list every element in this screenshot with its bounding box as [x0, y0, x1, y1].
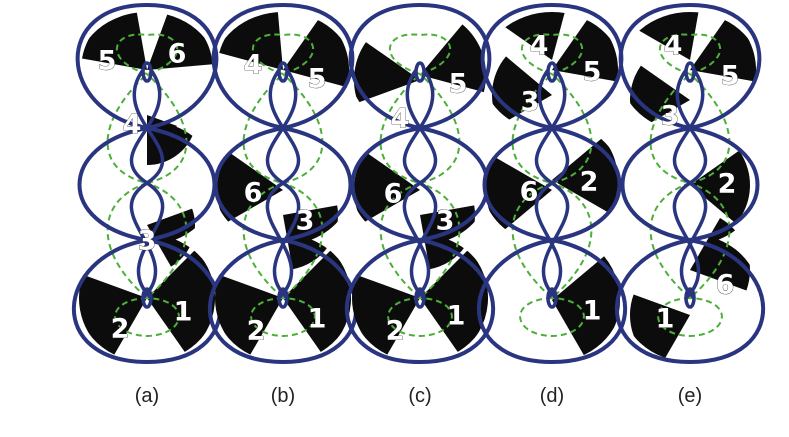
wedges — [485, 12, 621, 359]
black-wedge — [147, 12, 213, 70]
dashed-loop — [649, 182, 731, 338]
region-label: 1 — [447, 301, 466, 332]
region-label: 1 — [656, 304, 675, 335]
vertex-loop — [684, 287, 696, 309]
region-label: 2 — [580, 167, 599, 198]
black-wedge — [552, 256, 621, 359]
inner-strand — [534, 68, 570, 300]
dashed-loop — [106, 33, 188, 185]
panel-caption: (a) — [135, 385, 159, 407]
dashed-path — [511, 33, 593, 338]
region-label: 2 — [111, 314, 130, 345]
region-label: 4 — [391, 104, 410, 135]
panel-a: 5 6 4 3 2 1 (a) — [71, 3, 223, 407]
region-label: 6 — [384, 179, 403, 210]
black-wedge — [690, 150, 750, 224]
panel-caption: (e) — [678, 385, 702, 407]
black-wedge — [485, 157, 552, 233]
region-label: 3 — [138, 226, 157, 257]
vertex-loop — [414, 61, 426, 83]
inner-strand — [129, 68, 165, 300]
dashed-loop — [379, 33, 461, 185]
dashed-path — [106, 33, 188, 338]
wedges — [351, 24, 489, 357]
region-label: 1 — [308, 304, 327, 335]
black-wedge — [283, 15, 350, 88]
dashed-loop — [106, 182, 188, 338]
black-wedge — [552, 15, 619, 82]
panel-caption: (b) — [271, 385, 295, 407]
region-label: 5 — [308, 64, 327, 95]
vertex-loop — [277, 61, 289, 83]
black-wedge — [147, 249, 216, 354]
dashed-path — [242, 33, 324, 338]
dashed-loop — [379, 182, 461, 338]
vertex-loop — [414, 287, 426, 309]
dashed-loop — [242, 182, 324, 338]
vertex-loop — [141, 287, 153, 309]
region-label: 2 — [718, 169, 737, 200]
region-label: 5 — [98, 46, 117, 77]
vertex-loop — [684, 61, 696, 83]
dashed-path — [649, 33, 731, 338]
dashed-path — [379, 33, 461, 338]
dashed-loop — [242, 33, 324, 185]
black-wedge — [552, 137, 619, 213]
vertex-loop — [277, 287, 289, 309]
black-wedge — [632, 12, 702, 60]
panels-group: 5 6 4 3 2 1 (a) 4 5 6 3 2 1 (b) 4 5 6 3 2 1 (c) 4 5 3 6 2 1 (d) 4 5 3 2… — [71, 3, 766, 407]
region-label: 4 — [664, 31, 683, 62]
panel-c: 4 5 6 3 2 1 (c) — [344, 3, 496, 407]
region-label: 6 — [244, 178, 263, 209]
vertex-loop — [546, 287, 558, 309]
panel-e: 4 5 3 2 6 1 (e) — [614, 3, 766, 407]
region-label: 6 — [520, 177, 539, 208]
region-label: 4 — [123, 110, 142, 141]
black-wedge — [353, 42, 420, 103]
black-wedge — [420, 24, 487, 93]
black-wedge — [353, 152, 420, 223]
region-label: 3 — [521, 87, 540, 118]
black-wedge — [420, 249, 489, 354]
black-wedge — [214, 274, 283, 357]
panel-caption: (c) — [408, 385, 431, 407]
black-wedge — [690, 15, 757, 82]
region-label: 5 — [583, 57, 602, 88]
black-wedge — [219, 12, 283, 70]
panel-b: 4 5 6 3 2 1 (b) — [207, 3, 359, 407]
black-wedge — [283, 249, 352, 354]
region-label: 5 — [721, 61, 740, 92]
region-label: 4 — [530, 31, 549, 62]
black-wedge — [216, 152, 283, 223]
black-wedge — [147, 115, 194, 165]
vertex-loop — [141, 61, 153, 83]
region-label: 6 — [716, 270, 735, 301]
region-label: 3 — [661, 101, 680, 132]
wedges — [214, 12, 352, 357]
black-wedge — [497, 12, 570, 60]
black-wedge — [630, 65, 690, 130]
dashed-loop — [649, 33, 731, 185]
region-label: 5 — [449, 69, 468, 100]
dashed-loop — [511, 33, 593, 185]
region-label: 1 — [583, 296, 602, 327]
region-label: 4 — [244, 50, 263, 81]
region-label: 3 — [436, 206, 455, 237]
black-wedge — [82, 12, 147, 70]
black-wedge — [351, 274, 420, 357]
region-label: 6 — [168, 39, 187, 70]
black-wedge — [78, 274, 147, 357]
region-label: 2 — [247, 316, 266, 347]
panel-d: 4 5 3 6 2 1 (d) — [476, 3, 628, 407]
panel-caption: (d) — [540, 385, 564, 407]
region-label: 3 — [296, 206, 315, 237]
region-label: 2 — [386, 316, 405, 347]
inner-strand — [402, 68, 438, 300]
inner-strand — [672, 68, 708, 300]
region-label: 1 — [174, 297, 193, 328]
dashed-loop — [511, 182, 593, 338]
inner-strand — [265, 68, 301, 300]
vertex-loop — [546, 61, 558, 83]
